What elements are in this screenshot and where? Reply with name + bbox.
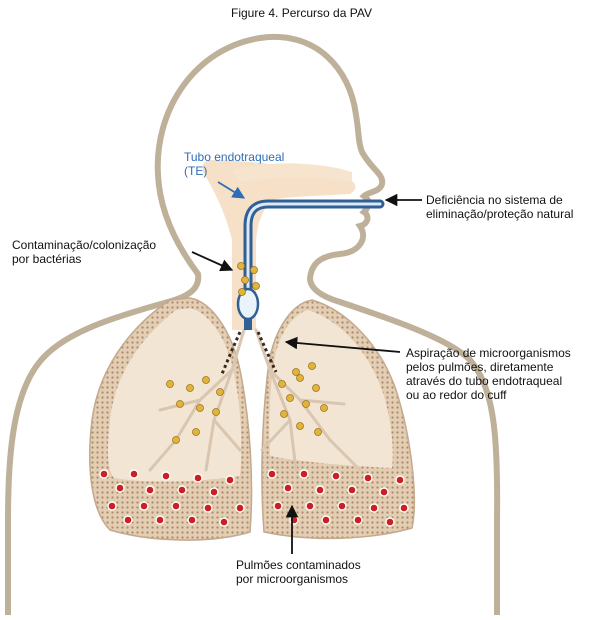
contamination-arrow [192,252,232,270]
right-lung [262,300,414,538]
tube-label: Tubo endotraqueal (TE) [184,150,284,178]
figure-title: Figure 4. Percurso da PAV [0,6,603,20]
aspiration-label: Aspiração de microorganismos pelos pulmõ… [406,346,571,402]
lungs-label: Pulmões contaminados por microorganismos [236,558,361,586]
deficiency-label: Deficiência no sistema de eliminação/pro… [426,193,573,221]
contamination-label: Contaminação/colonização por bactérias [12,238,156,266]
